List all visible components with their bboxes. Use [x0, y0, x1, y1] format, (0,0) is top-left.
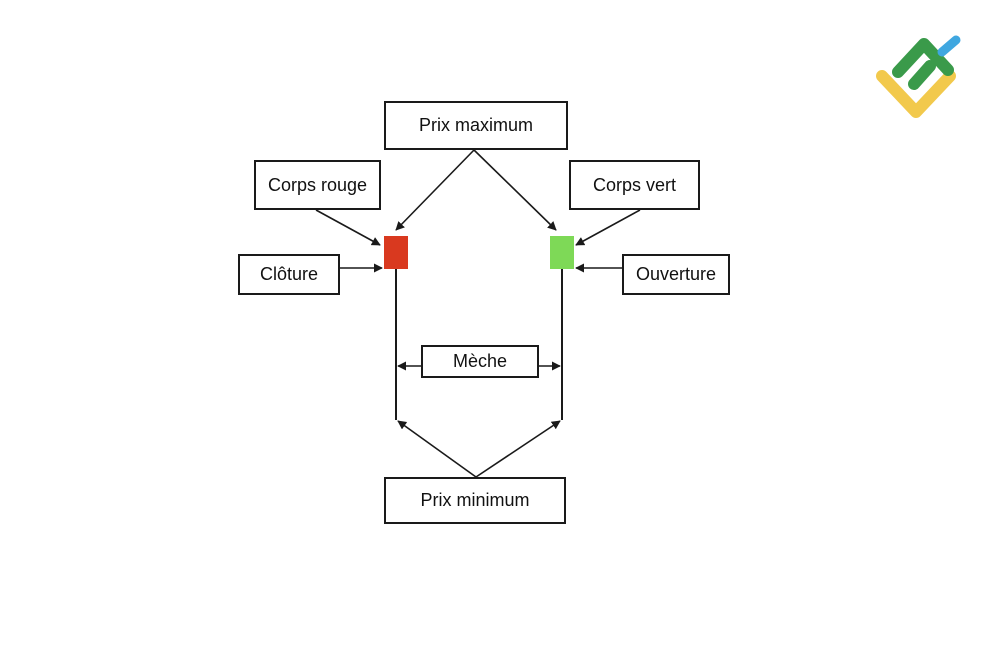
wick-label: Mèche — [421, 345, 539, 378]
red-candle-body — [384, 236, 408, 269]
low-price-label: Prix minimum — [384, 477, 566, 524]
close-label: Clôture — [238, 254, 340, 295]
red-body-label: Corps rouge — [254, 160, 381, 210]
green-body-label: Corps vert — [569, 160, 700, 210]
arrow-low-to-green — [475, 420, 561, 478]
arrow-low-to-red — [397, 420, 477, 478]
brand-logo-icon — [876, 35, 961, 118]
arrow-high-to-green — [473, 149, 557, 231]
arrow-high-to-red — [395, 149, 475, 231]
open-label: Ouverture — [622, 254, 730, 295]
green-candle-body — [550, 236, 574, 269]
arrow-green-body — [575, 209, 641, 246]
arrow-red-body — [315, 209, 381, 246]
high-price-label: Prix maximum — [384, 101, 568, 150]
